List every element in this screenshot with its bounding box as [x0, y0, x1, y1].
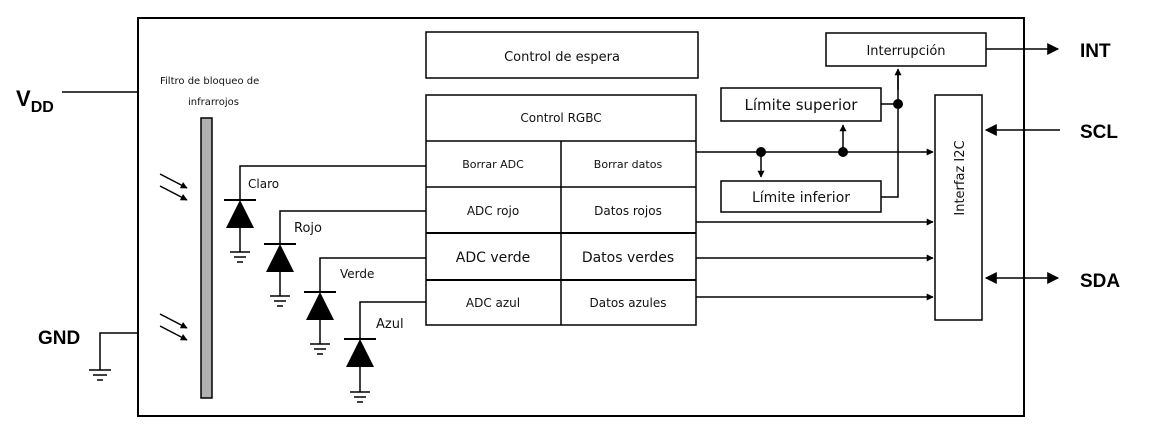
adc-blue-label: ADC azul [466, 296, 520, 310]
ground-symbol [89, 369, 111, 381]
ir-filter-label-2: infrarrojos [188, 97, 239, 108]
scl-pin: SCL [984, 122, 1118, 143]
photodiode-label-red: Rojo [294, 221, 322, 236]
upper-limit-block: Límite superior [720, 87, 882, 122]
i2c-interface-label: Interfaz I2C [953, 140, 968, 215]
adc-green-label: ADC verde [456, 250, 531, 266]
photodiode-label-blue: Azul [376, 317, 404, 332]
data-blue-label: Datos azules [590, 296, 667, 310]
photodiode-label-green: Verde [340, 267, 374, 281]
gnd-pin: GND [38, 328, 138, 381]
int-pin: INT [986, 41, 1111, 62]
photodiode-clear: Claro [224, 165, 426, 263]
vdd-subscript: DD [31, 99, 54, 116]
adc-clear-label: Borrar ADC [462, 158, 524, 171]
sda-label: SDA [1080, 271, 1120, 292]
adc-red-label: ADC rojo [467, 204, 519, 218]
ir-filter-label-1: Filtro de bloqueo de [160, 76, 259, 87]
light-arrows [159, 173, 188, 341]
photodiode-blue: Azul [344, 301, 426, 403]
ir-filter-bar [200, 117, 213, 399]
interrupt-block: Interrupción [825, 32, 987, 67]
wait-control-block: Control de espera [425, 31, 699, 79]
scl-label: SCL [1080, 122, 1118, 143]
photodiode-green: Verde [304, 257, 426, 355]
wait-control-label: Control de espera [504, 50, 620, 65]
ir-filter: Filtro de bloqueo de infrarrojos [160, 76, 259, 399]
vdd-pin: VDD [16, 86, 138, 116]
rgbc-control-label: Control RGBC [520, 111, 601, 125]
chip-outline [137, 17, 1025, 417]
junction-dots [756, 99, 903, 157]
rgbc-control-block: Control RGBC Borrar ADC Borrar datos ADC… [425, 94, 697, 326]
data-clear-label: Borrar datos [594, 158, 663, 171]
i2c-interface-block: Interfaz I2C [934, 94, 983, 321]
data-red-label: Datos rojos [594, 204, 662, 218]
gnd-label: GND [38, 328, 80, 349]
data-green-label: Datos verdes [582, 250, 674, 266]
svg-text:VDD: VDD [16, 86, 54, 116]
lower-limit-label: Límite inferior [752, 190, 850, 206]
photodiode-red: Rojo [264, 210, 426, 307]
int-label: INT [1080, 41, 1111, 62]
photodiode-label-clear: Claro [248, 177, 279, 191]
sda-pin: SDA [984, 271, 1120, 292]
upper-limit-label: Límite superior [745, 96, 859, 114]
vdd-label: V [16, 86, 31, 111]
connection-lines [696, 68, 934, 301]
interrupt-label: Interrupción [866, 44, 945, 59]
lower-limit-block: Límite inferior [720, 180, 882, 213]
